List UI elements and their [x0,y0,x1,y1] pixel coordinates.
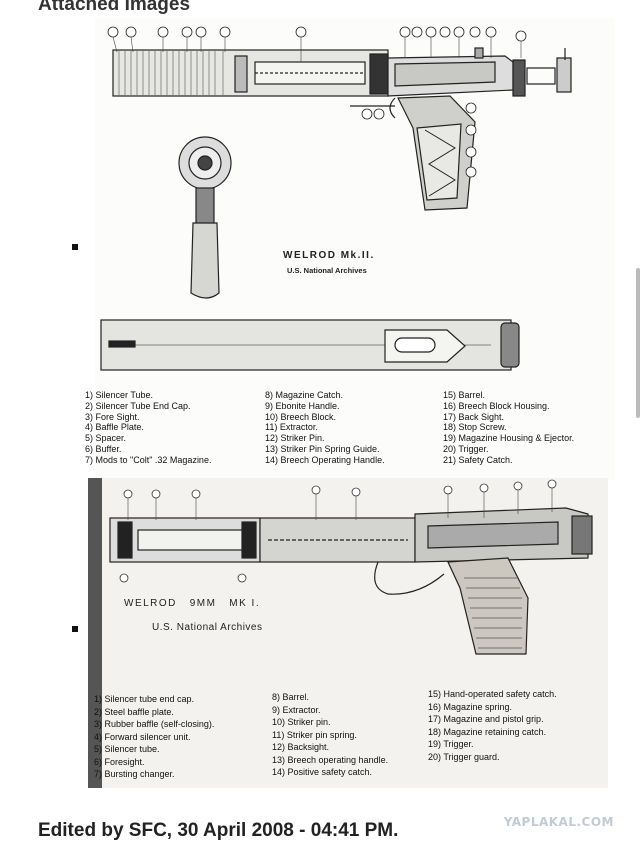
watermark: YAPLAKAL.COM [503,815,614,829]
legend-column-1: 1) Silencer Tube. 2) Silencer Tube End C… [85,390,211,466]
legend-item: 10) Striker pin. [272,717,331,727]
legend-item: 7) Bursting changer. [94,769,175,779]
legend-item: 5) Silencer tube. [94,744,160,754]
legend-item: 3) Rubber baffle (self-closing). [94,719,215,729]
legend-column-2: 8) Barrel. 9) Extractor. 10) Striker pin… [272,691,388,779]
legend-column-1: 1) Silencer tube end cap. 2) Steel baffl… [94,693,214,781]
legend-item: 9) Extractor. [272,704,321,715]
welrod-9mm-diagram[interactable]: WELROD 9MM MK I. U.S. National Archives … [88,478,608,788]
legend-item: 13) Striker Pin Spring Guide. [265,443,380,454]
legend-item: 1) Silencer tube end cap. [94,694,195,704]
legend-item: 13) Breech operating handle. [272,754,389,765]
legend-item: 11) Striker pin spring. [272,729,357,740]
legend-item: 16) Breech Block Housing. [443,400,550,411]
legend-item: 2) Steel baffle plate. [94,706,174,717]
legend-item: 17) Magazine and pistol grip. [428,714,544,724]
legend-item: 10) Breech Block. [265,411,337,422]
legend-column-3: 15) Barrel. 16) Breech Block Housing. 17… [443,390,574,466]
figure-caption-source: U.S. National Archives [152,622,263,633]
scrollbar[interactable] [636,268,640,418]
legend-item: 12) Backsight. [272,742,330,752]
figure-caption-title: WELROD 9MM MK I. [124,598,261,609]
legend-item: 20) Trigger guard. [428,751,500,762]
legend-column-2: 8) Magazine Catch. 9) Ebonite Handle. 10… [265,390,385,466]
legend-item: 9) Ebonite Handle. [265,400,340,411]
legend-item: 8) Magazine Catch. [265,390,344,400]
legend-item: 16) Magazine spring. [428,701,513,712]
legend-item: 2) Silencer Tube End Cap. [85,400,191,411]
welrod-mk2-diagram[interactable]: WELROD Mk.II. U.S. National Archives 1) … [85,18,615,480]
legend-item: 18) Stop Screw. [443,422,507,433]
legend-item: 11) Extractor. [265,422,318,433]
legend-item: 3) Fore Sight. [85,411,140,422]
list-bullet [72,244,78,250]
legend-item: 20) Trigger. [443,443,489,454]
legend-item: 19) Magazine Housing & Ejector. [443,433,575,444]
legend-item: 8) Barrel. [272,692,310,702]
legend-item: 14) Positive safety catch. [272,767,373,777]
figure-caption-source: U.S. National Archives [287,266,367,275]
legend-item: 5) Spacer. [85,433,127,444]
legend-item: 21) Safety Catch. [443,454,513,465]
legend-item: 4) Baffle Plate. [85,422,144,433]
edit-note: Edited by SFC, 30 April 2008 - 04:41 PM. [38,820,399,841]
legend-item: 6) Foresight. [94,756,145,767]
welrod-9mm-drawing [88,478,593,788]
legend-item: 17) Back Sight. [443,411,505,422]
welrod-mk2-drawing [100,26,572,371]
legend-item: 12) Striker Pin. [265,433,325,444]
legend-item: 19) Trigger. [428,739,474,749]
legend-item: 6) Buffer. [85,443,122,454]
legend-item: 7) Mods to "Colt" .32 Magazine. [85,454,212,465]
list-bullet [72,626,78,632]
legend-item: 4) Forward silencer unit. [94,731,191,742]
legend-item: 14) Breech Operating Handle. [265,454,385,465]
legend-item: 15) Hand-operated safety catch. [428,689,557,699]
legend-item: 18) Magazine retaining catch. [428,726,547,737]
figure-caption-title: WELROD Mk.II. [283,250,375,261]
legend-item: 1) Silencer Tube. [85,390,154,400]
legend-item: 15) Barrel. [443,390,486,400]
section-title: Attached Images [38,0,191,15]
legend-column-3: 15) Hand-operated safety catch. 16) Maga… [428,688,557,763]
